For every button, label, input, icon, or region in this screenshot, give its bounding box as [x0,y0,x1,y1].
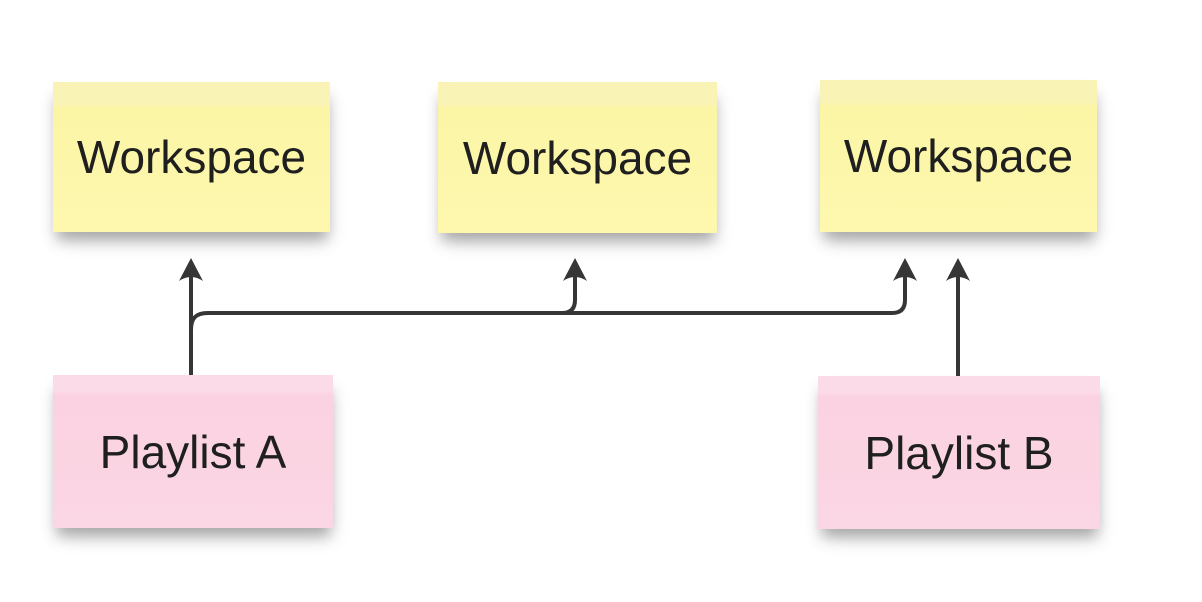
connector-line [561,271,577,315]
sticky-note-playlist-b[interactable]: Playlist B [818,376,1100,529]
sticky-note-label: Playlist A [99,425,287,478]
sticky-note-workspace-1[interactable]: Workspace [53,82,330,232]
sticky-note-label: Workspace [843,130,1074,182]
sticky-note-label: Workspace [76,131,307,183]
connector-playlist-a-to-workspace-1[interactable] [179,258,203,375]
sticky-note-workspace-2[interactable]: Workspace [438,82,717,233]
sticky-note-playlist-a[interactable]: Playlist A [53,375,333,528]
arrowhead-up-icon [563,258,587,281]
sticky-note-workspace-3[interactable]: Workspace [820,80,1097,232]
sticky-note-label: Playlist B [864,426,1054,479]
connector-line [189,271,907,331]
connector-playlist-a-to-workspace-2[interactable] [561,258,587,315]
arrowhead-up-icon [179,258,203,281]
connector-playlist-a-to-workspace-3[interactable] [189,258,917,331]
arrowhead-up-icon [893,258,917,281]
sticky-note-label: Workspace [462,131,693,184]
arrowhead-up-icon [946,258,970,281]
connector-playlist-b-to-workspace-3[interactable] [946,258,970,376]
